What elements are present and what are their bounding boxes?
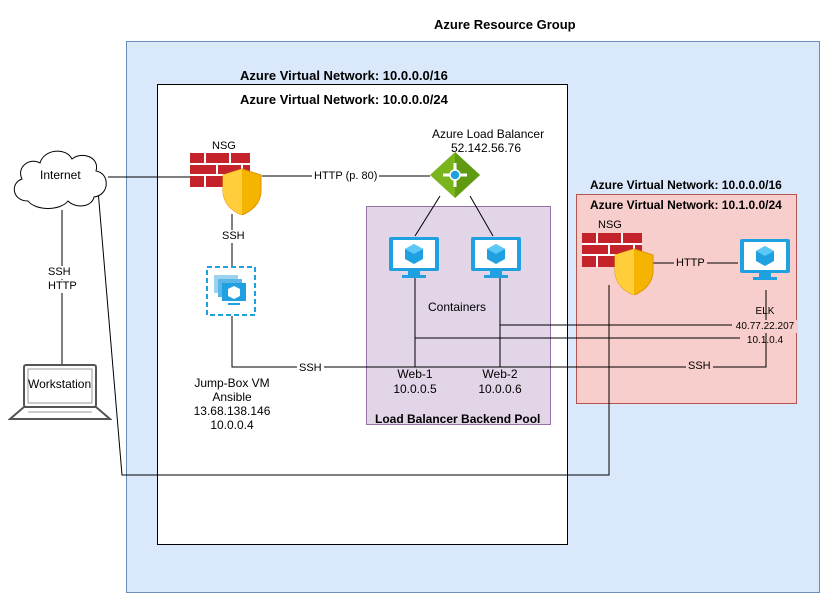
- edge-label-http-elk: HTTP: [674, 257, 707, 270]
- web2-ip: 10.0.0.6: [478, 382, 522, 396]
- edge-label-ssh-jumpbox: SSH: [220, 230, 247, 243]
- backend-pool-title: Load Balancer Backend Pool: [375, 412, 541, 426]
- virtual-machine-icon: [740, 239, 790, 280]
- nsg-elk-label: NSG: [598, 219, 622, 231]
- web1-name: Web-1: [397, 367, 433, 381]
- jumpbox-name: Jump-Box VM: [194, 376, 270, 390]
- elk-name: ELK: [755, 306, 775, 317]
- vnet-elk-title: Azure Virtual Network: 10.0.0.0/16: [590, 178, 782, 192]
- edge-jumpbox-web: [231, 316, 500, 368]
- containers-label: Containers: [428, 300, 487, 314]
- edge-web-elk-ssh: [500, 290, 767, 368]
- web1-ip: 10.0.0.5: [393, 382, 437, 396]
- elk-public-ip: 40.77.22.207: [732, 320, 798, 333]
- load-balancer-ip: 52.142.56.76: [450, 141, 522, 155]
- edge-label-ssh-jumpbox-web: SSH: [297, 362, 324, 375]
- firewall-icon: [582, 233, 654, 295]
- edge-lb-web2: [469, 195, 494, 237]
- jumpbox-private-ip: 10.0.0.4: [210, 418, 254, 432]
- edge-internet-elk-nsg: [97, 189, 610, 476]
- edge-label-http-p80: HTTP (p. 80): [312, 170, 380, 183]
- nsg-main-label: NSG: [212, 140, 236, 152]
- jumpbox-public-ip: 13.68.138.146: [193, 404, 271, 418]
- load-balancer-icon: [430, 152, 480, 198]
- laptop-icon: [8, 364, 112, 420]
- elk-private-ip: 10.1.0.4: [746, 335, 784, 346]
- edge-label-ssh-workstation: SSH: [46, 266, 73, 279]
- web2-name: Web-2: [482, 367, 518, 381]
- workstation-label: Workstation: [28, 377, 92, 391]
- vnet-main-title: Azure Virtual Network: 10.0.0.0/16: [240, 68, 448, 83]
- virtual-machine-icon: [389, 237, 439, 278]
- vnet-elk-subtitle: Azure Virtual Network: 10.1.0.0/24: [590, 198, 782, 212]
- vnet-main-subtitle: Azure Virtual Network: 10.0.0.0/24: [240, 92, 448, 107]
- edge-label-ssh-elk: SSH: [686, 360, 713, 373]
- edge-label-http-workstation: HTTP: [46, 280, 79, 293]
- resource-group-title: Azure Resource Group: [434, 17, 576, 32]
- firewall-icon: [190, 153, 262, 215]
- load-balancer-name: Azure Load Balancer: [432, 127, 545, 141]
- virtual-machine-icon: [471, 237, 521, 278]
- vm-scale-set-icon: [206, 266, 256, 316]
- jumpbox-role: Ansible: [212, 390, 252, 404]
- cloud-icon: [13, 150, 107, 209]
- internet-label: Internet: [40, 168, 81, 182]
- edge-lb-web1: [414, 195, 441, 237]
